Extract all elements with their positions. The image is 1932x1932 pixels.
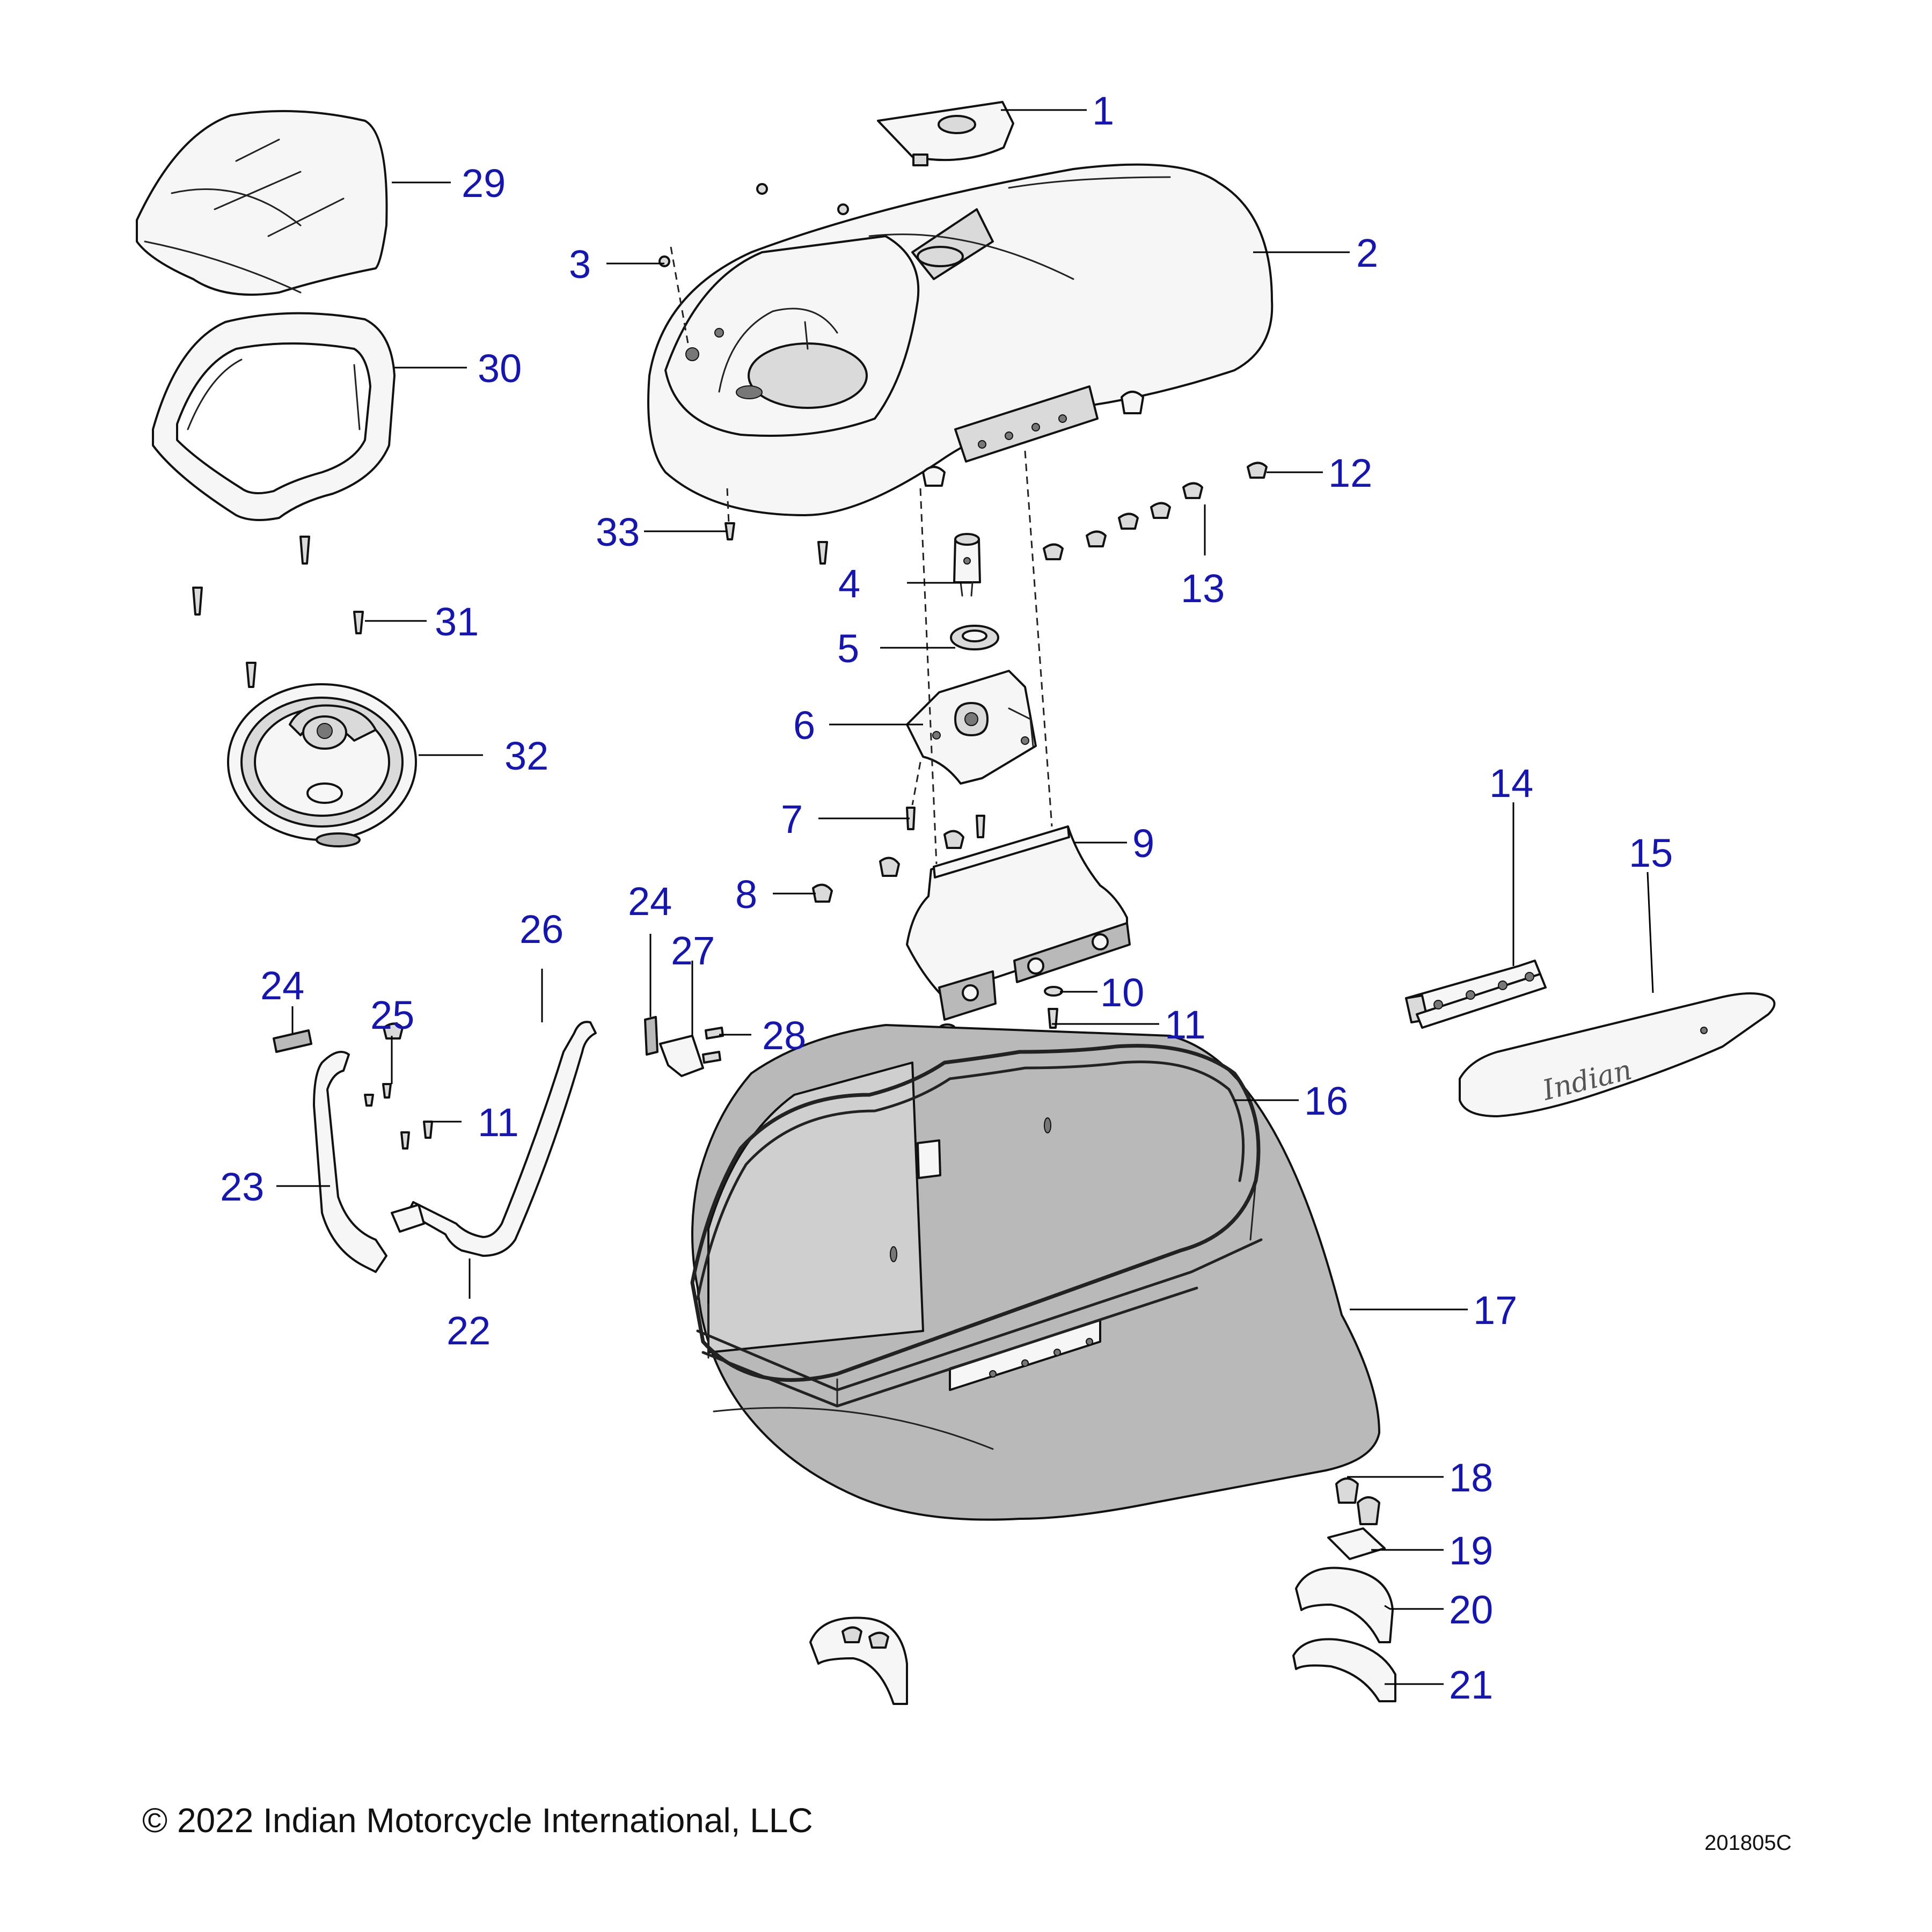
parts-18-21-mounts	[1292, 1477, 1396, 1702]
callout-10: 10	[1100, 970, 1144, 1015]
callout-24-left: 24	[260, 963, 304, 1008]
part-4-lock-cylinder	[953, 533, 981, 597]
callout-9: 9	[1132, 821, 1154, 866]
callout-11-left: 11	[478, 1100, 519, 1145]
part-17-saddlebag-body	[691, 1024, 1380, 1521]
callout-11-right: 11	[1165, 1002, 1206, 1047]
callout-4: 4	[838, 561, 860, 606]
callout-labels: 1 2 3 4 5 6 7 8 9 10 11 12 13 14 15 16 1…	[220, 89, 1673, 1707]
callout-24-right: 24	[628, 879, 672, 924]
parts-22-28-brackets	[273, 1016, 724, 1273]
part-6-latch-assembly	[906, 670, 1037, 785]
part-14-hinge	[1405, 960, 1547, 1029]
callout-2: 2	[1356, 231, 1378, 275]
callout-22: 22	[447, 1308, 491, 1353]
callout-32: 32	[504, 734, 548, 778]
callout-18: 18	[1449, 1455, 1493, 1500]
leader-lines	[276, 109, 1654, 1685]
part-30-pad-frame	[152, 312, 396, 521]
callout-1: 1	[1092, 89, 1114, 133]
callout-25: 25	[370, 993, 414, 1037]
part-32-speaker	[227, 683, 417, 847]
callout-21: 21	[1449, 1663, 1493, 1707]
part-5-grommet	[950, 625, 999, 650]
callout-26: 26	[519, 907, 564, 952]
callout-12: 12	[1328, 451, 1372, 495]
callout-15: 15	[1629, 831, 1673, 875]
part-2-trunk-lid	[647, 163, 1274, 516]
callout-5: 5	[837, 626, 859, 671]
bottom-mount-block	[809, 1616, 908, 1705]
callout-6: 6	[793, 703, 815, 748]
part-29-top-pad	[136, 110, 388, 296]
callout-19: 19	[1449, 1528, 1493, 1573]
lid-screws	[658, 183, 849, 267]
part-15-emblem-badge: Indian	[1459, 992, 1776, 1117]
callout-33: 33	[596, 510, 640, 554]
callout-30: 30	[478, 346, 522, 391]
callout-31: 31	[435, 599, 479, 644]
callout-23: 23	[220, 1165, 264, 1209]
callout-8: 8	[735, 872, 757, 917]
callout-17: 17	[1473, 1288, 1517, 1333]
part-9-mounting-bracket	[906, 825, 1131, 1021]
callout-3: 3	[569, 242, 591, 287]
callout-7: 7	[781, 797, 803, 841]
part-1-latch-cover	[877, 101, 1014, 166]
callout-28: 28	[762, 1013, 806, 1058]
callout-14: 14	[1489, 761, 1533, 806]
parts-12-13-nuts	[1043, 462, 1268, 560]
callout-29: 29	[462, 161, 506, 206]
callout-13: 13	[1181, 566, 1225, 611]
fasteners-left	[192, 522, 828, 688]
callout-27: 27	[671, 928, 715, 973]
alignment-lines	[670, 246, 1053, 865]
copyright-notice: © 2022 Indian Motorcycle International, …	[142, 1801, 813, 1840]
callout-20: 20	[1449, 1587, 1493, 1632]
part-16-guard-rail	[690, 1044, 1263, 1408]
parts-7-8-screws	[812, 807, 985, 903]
drawing-id: 201805C	[1704, 1831, 1792, 1855]
callout-16: 16	[1304, 1079, 1348, 1123]
